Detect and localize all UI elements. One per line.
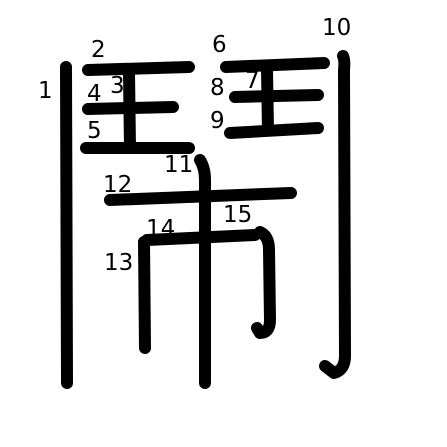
stroke-number-8: 8 bbox=[210, 75, 225, 101]
stroke-number-11: 11 bbox=[164, 152, 193, 178]
stroke-numbers: 1 2 3 4 5 6 7 8 9 10 11 12 13 14 15 bbox=[38, 15, 351, 276]
stroke-number-6: 6 bbox=[212, 32, 227, 58]
stroke-number-12: 12 bbox=[103, 172, 132, 198]
stroke-14 bbox=[141, 229, 261, 246]
stroke-number-2: 2 bbox=[91, 37, 106, 63]
character-strokes bbox=[60, 50, 351, 389]
stroke-number-9: 9 bbox=[210, 108, 225, 134]
stroke-number-1: 1 bbox=[38, 78, 53, 104]
stroke-number-7: 7 bbox=[245, 68, 260, 94]
stroke-15 bbox=[251, 226, 276, 339]
stroke-8 bbox=[229, 89, 324, 103]
stroke-number-13: 13 bbox=[104, 250, 133, 276]
stroke-number-4: 4 bbox=[87, 81, 102, 107]
stroke-9 bbox=[224, 122, 324, 139]
stroke-6 bbox=[220, 57, 330, 73]
stroke-10 bbox=[319, 50, 351, 379]
stroke-13 bbox=[138, 236, 151, 354]
stroke-number-15: 15 bbox=[223, 202, 252, 228]
stroke-number-5: 5 bbox=[87, 118, 102, 144]
stroke-number-10: 10 bbox=[322, 15, 351, 41]
stroke-number-3: 3 bbox=[110, 73, 125, 99]
stroke-number-14: 14 bbox=[146, 216, 175, 242]
stroke-11 bbox=[194, 154, 211, 389]
stroke-2 bbox=[82, 61, 195, 76]
stroke-1 bbox=[60, 61, 73, 389]
stroke-4 bbox=[82, 101, 179, 115]
stroke-12 bbox=[104, 187, 297, 206]
